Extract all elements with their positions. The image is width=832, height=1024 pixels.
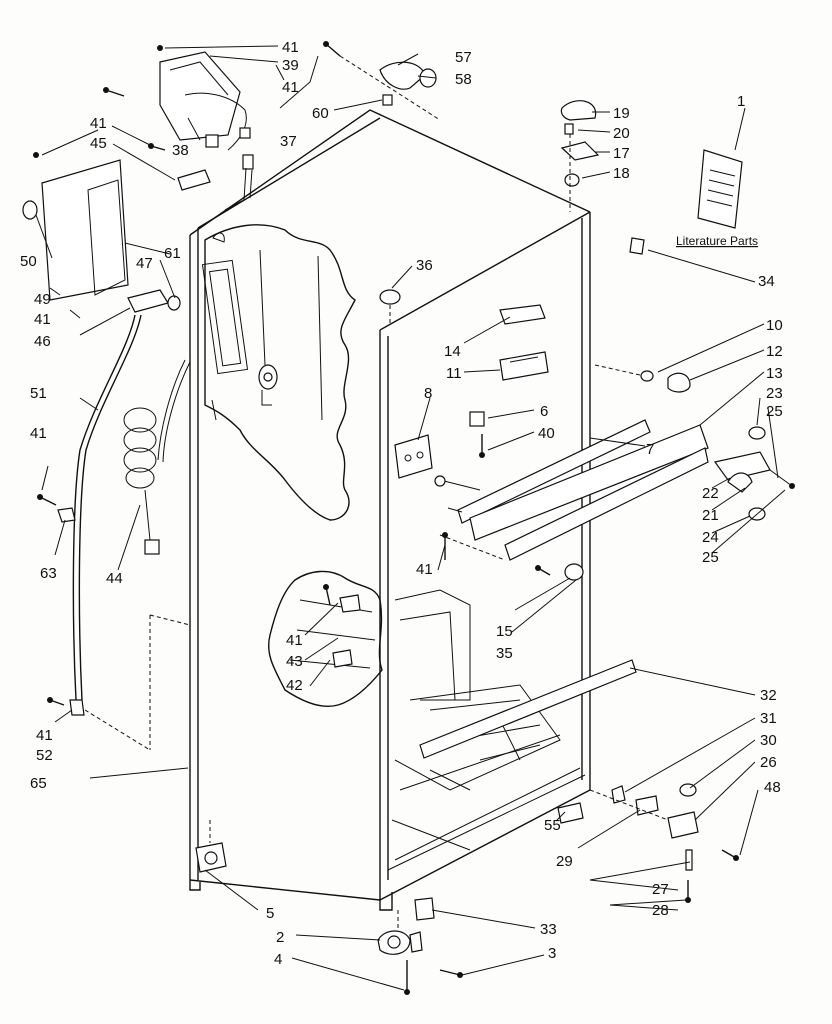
label-55: 55: [544, 817, 561, 834]
label-37: 37: [280, 133, 297, 150]
control-bracket: [159, 51, 254, 211]
label-17: 17: [613, 145, 630, 162]
label-41h: 41: [286, 632, 303, 649]
label-33: 33: [540, 921, 557, 938]
label-63: 63: [40, 565, 57, 582]
label-42: 42: [286, 677, 303, 694]
label-11: 11: [446, 365, 462, 382]
label-29: 29: [556, 853, 573, 870]
label-7: 7: [646, 441, 654, 458]
label-61: 61: [164, 245, 181, 262]
water-valve: [72, 289, 191, 701]
label-5: 5: [266, 905, 274, 922]
label-25b: 25: [702, 549, 719, 566]
label-23: 23: [766, 385, 783, 402]
label-26: 26: [760, 754, 777, 771]
label-41d: 41: [34, 311, 51, 328]
label-31: 31: [760, 710, 777, 727]
label-15: 15: [496, 623, 513, 640]
label-30: 30: [760, 732, 777, 749]
label-36: 36: [416, 257, 433, 274]
label-19: 19: [613, 105, 630, 122]
label-43: 43: [286, 653, 303, 670]
label-49: 49: [34, 291, 51, 308]
label-47: 47: [136, 255, 153, 272]
label-10: 10: [766, 317, 783, 334]
screws-top: [33, 41, 341, 158]
label-52: 52: [36, 747, 53, 764]
literature-parts-label: Literature Parts: [676, 234, 758, 248]
label-24: 24: [702, 529, 719, 546]
label-39: 39: [282, 57, 299, 74]
clips-left: [37, 494, 85, 716]
label-35: 35: [496, 645, 513, 662]
label-2: 2: [276, 929, 284, 946]
label-22: 22: [702, 485, 719, 502]
label-27: 27: [652, 881, 669, 898]
label-65: 65: [30, 775, 47, 792]
label-41b: 41: [282, 79, 299, 96]
label-41c: 41: [90, 115, 107, 132]
casters: [195, 820, 463, 995]
label-34: 34: [758, 273, 775, 290]
label-40: 40: [538, 425, 555, 442]
control-knob: [339, 55, 441, 121]
top-hinge: [560, 100, 600, 212]
label-38: 38: [172, 142, 189, 159]
label-18: 18: [613, 165, 630, 182]
label-46: 46: [34, 333, 51, 350]
roller-assembly: [713, 426, 795, 521]
label-41g: 41: [416, 561, 433, 578]
label-14: 14: [444, 343, 461, 360]
label-44: 44: [106, 570, 123, 587]
label-3: 3: [548, 945, 556, 962]
label-6: 6: [540, 403, 548, 420]
label-45: 45: [90, 135, 107, 152]
label-41e: 41: [30, 425, 47, 442]
power-cord: [123, 407, 160, 555]
bottom-right-parts: [557, 783, 739, 903]
part-labels: 41 39 41 57 58 60 37 38 41 45 61 50 47 4…: [20, 39, 783, 968]
liner-bottom: [391, 589, 561, 851]
leader-lines: [35, 45, 786, 991]
label-41f: 41: [36, 727, 53, 744]
access-panel: [22, 159, 211, 301]
label-25a: 25: [766, 403, 783, 420]
label-60: 60: [312, 105, 329, 122]
label-58: 58: [455, 71, 472, 88]
label-51: 51: [30, 385, 47, 402]
label-50: 50: [20, 253, 37, 270]
label-12: 12: [766, 343, 783, 360]
label-13: 13: [766, 365, 783, 382]
rail-assembly: [434, 419, 709, 561]
label-32: 32: [760, 687, 777, 704]
label-28: 28: [652, 902, 669, 919]
label-57: 57: [455, 49, 472, 66]
label-1: 1: [737, 93, 745, 110]
cutaway-upper: [201, 224, 356, 521]
literature-booklet: [697, 149, 743, 229]
label-8: 8: [424, 385, 432, 402]
label-41a: 41: [282, 39, 299, 56]
label-21: 21: [702, 507, 719, 524]
label-48: 48: [764, 779, 781, 796]
label-4: 4: [274, 951, 282, 968]
label-20: 20: [613, 125, 630, 142]
